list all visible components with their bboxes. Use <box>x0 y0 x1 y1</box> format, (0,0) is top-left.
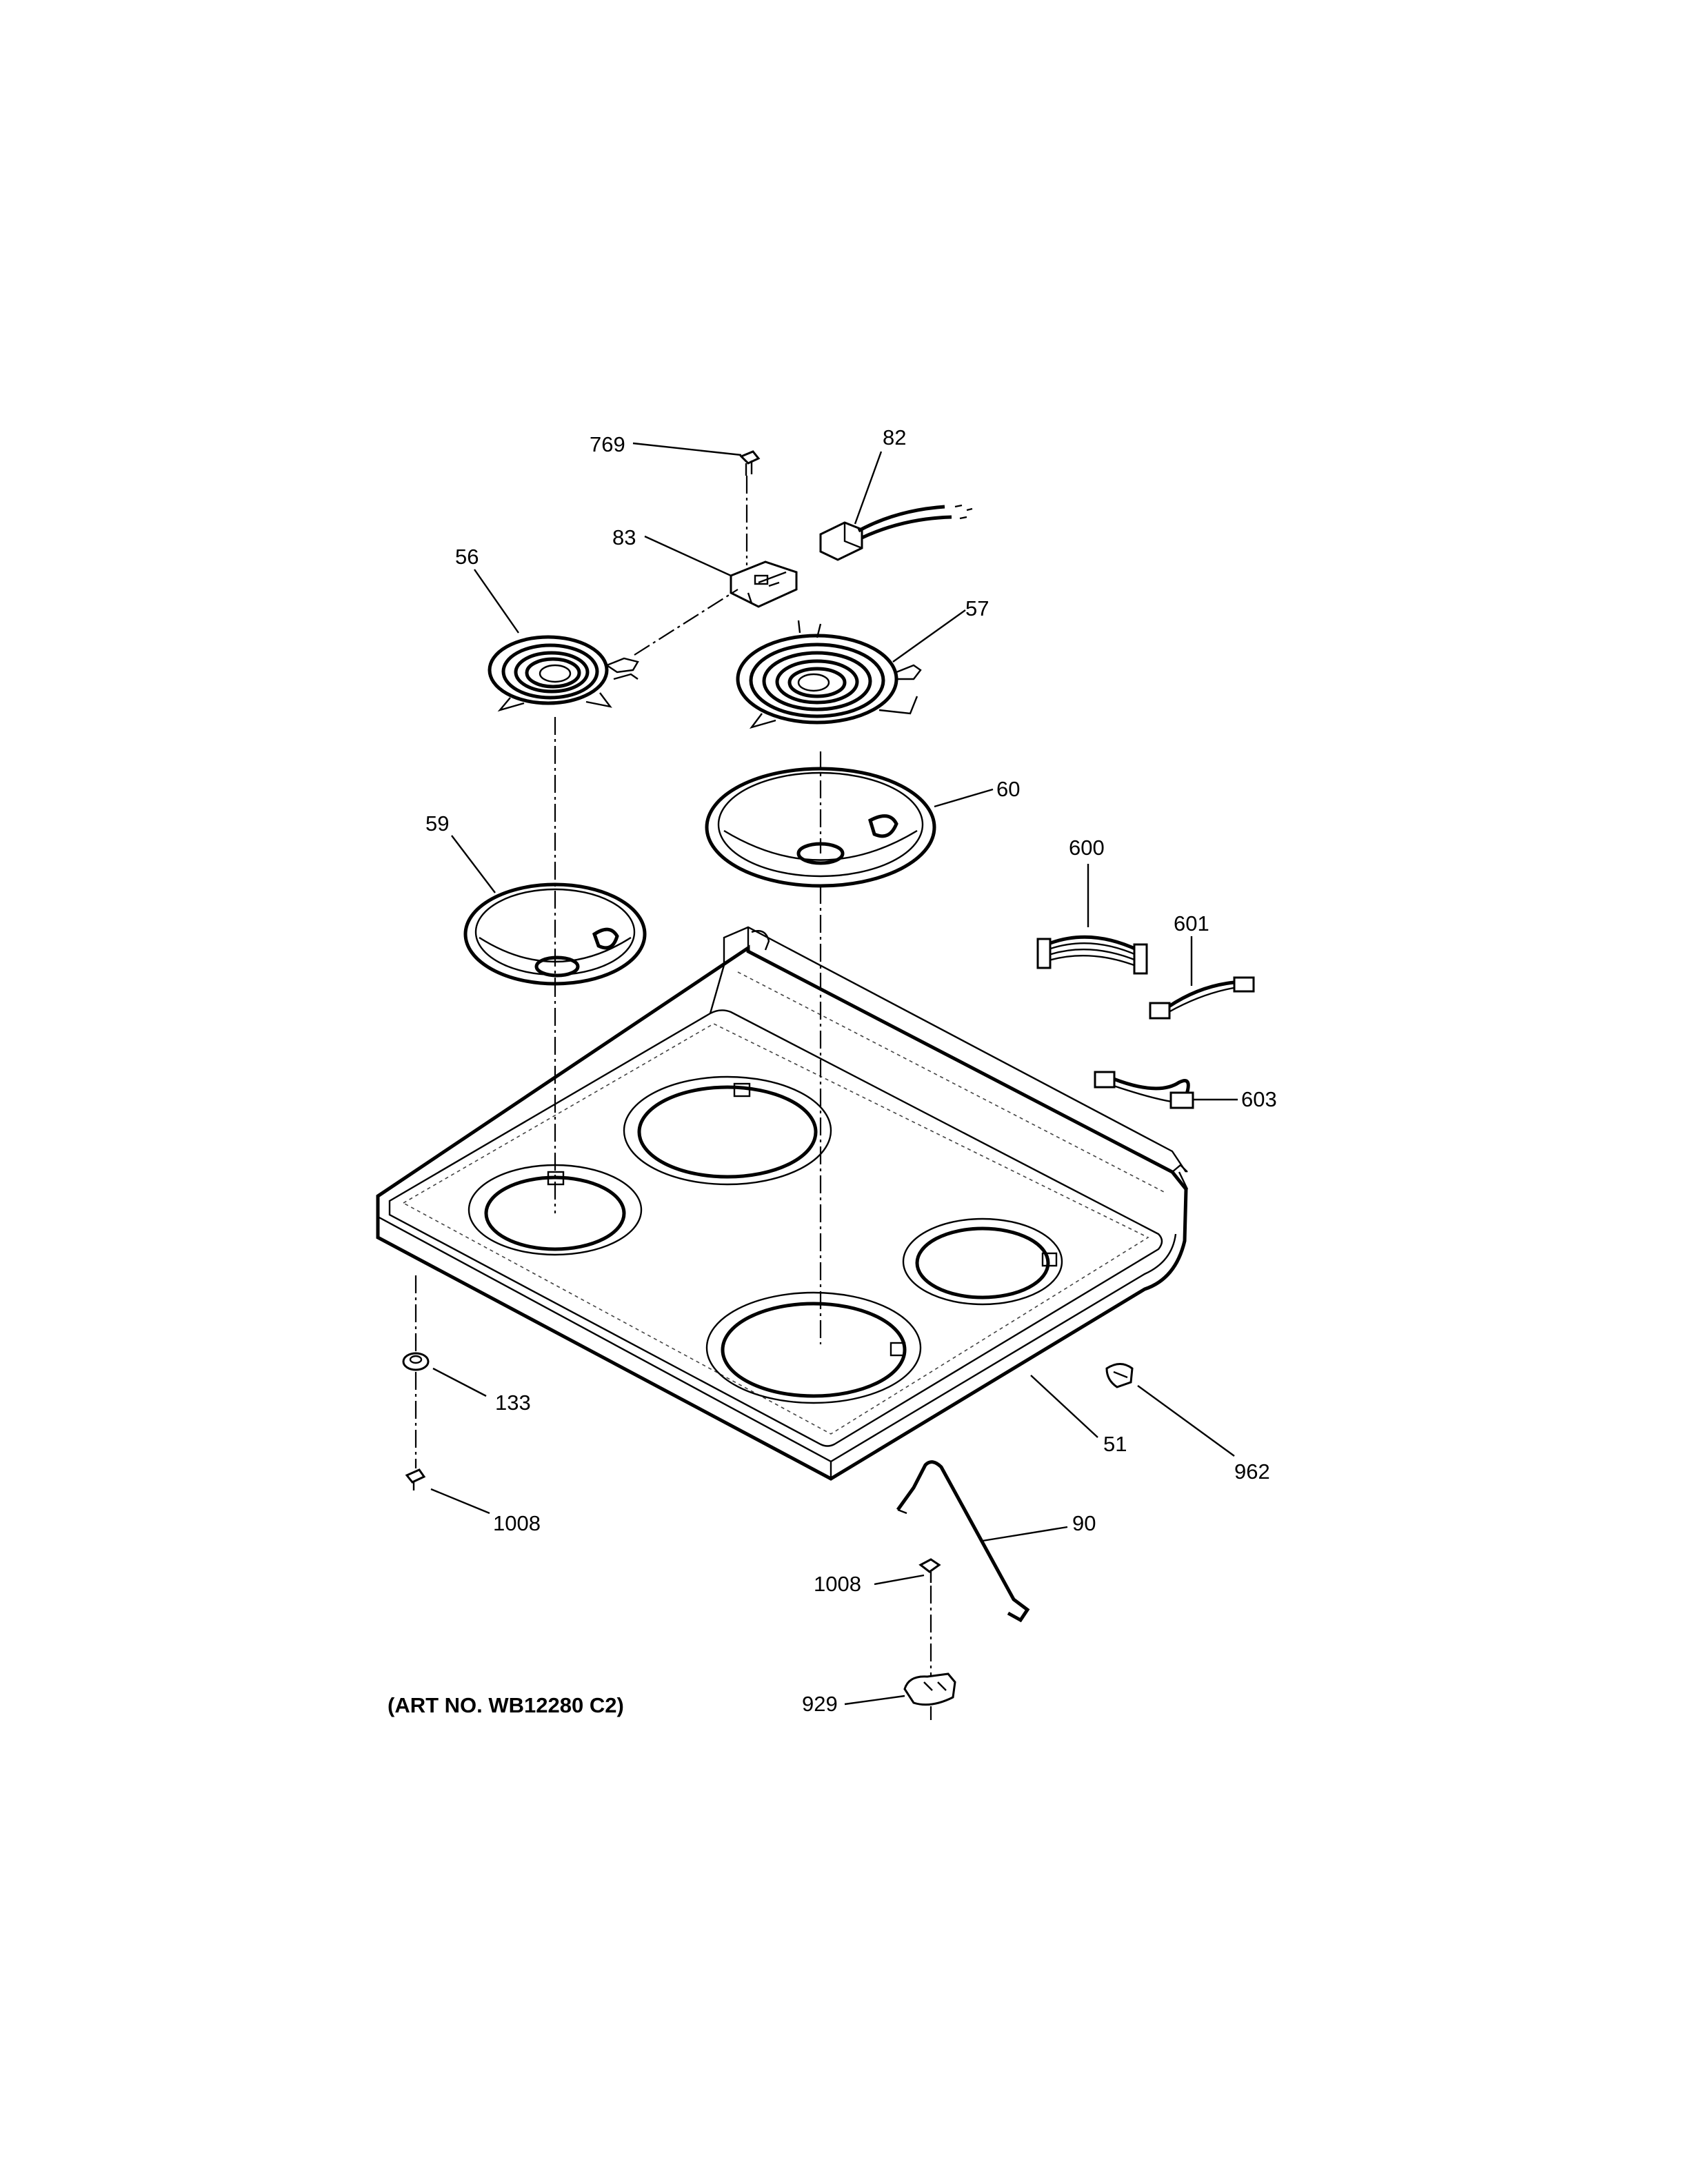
opening-right-rear <box>902 1217 1063 1306</box>
callout-51: 51 <box>1103 1432 1127 1456</box>
opening-right-front <box>705 1291 922 1404</box>
callout-82: 82 <box>883 425 906 449</box>
callout-133: 133 <box>495 1391 531 1415</box>
pigtail-connector <box>819 504 973 561</box>
callout-601: 601 <box>1174 911 1209 936</box>
callout-769: 769 <box>590 432 625 456</box>
screw-1008-bottom <box>918 1558 941 1583</box>
assembly-lines <box>414 476 932 1720</box>
spacer-133 <box>402 1352 430 1371</box>
clip-962 <box>1105 1363 1134 1388</box>
surface-unit-large <box>736 620 922 729</box>
art-number: (ART NO. WB12280 C2) <box>388 1693 624 1717</box>
opening-left-front <box>468 1164 643 1256</box>
wire-harness-600 <box>1036 935 1148 975</box>
screw-769 <box>739 450 761 476</box>
callout-83: 83 <box>612 525 636 549</box>
callout-90: 90 <box>1072 1511 1096 1535</box>
wire-harness-603 <box>1094 1071 1194 1109</box>
callout-labels: 769 82 83 56 57 60 59 600 601 603 133 51… <box>388 425 1277 1717</box>
callout-603: 603 <box>1241 1087 1277 1111</box>
cooktop-main-top <box>376 926 1189 1481</box>
callout-1008-left: 1008 <box>493 1511 541 1535</box>
callout-59: 59 <box>425 811 449 836</box>
bracket-90 <box>896 1460 1030 1623</box>
bracket-929 <box>903 1672 956 1706</box>
callout-600: 600 <box>1069 836 1105 860</box>
callout-1008-bottom: 1008 <box>814 1572 861 1596</box>
leader-lines <box>430 442 1238 1706</box>
terminal-block <box>730 560 798 608</box>
screw-1008-left <box>405 1468 426 1490</box>
callout-60: 60 <box>996 777 1020 801</box>
surface-unit-small <box>488 635 639 712</box>
callout-56: 56 <box>455 545 479 569</box>
callout-57: 57 <box>965 596 989 620</box>
callout-929: 929 <box>802 1692 838 1716</box>
callout-962: 962 <box>1234 1459 1270 1484</box>
opening-left-rear <box>623 1075 832 1186</box>
wire-harness-601 <box>1149 976 1255 1020</box>
